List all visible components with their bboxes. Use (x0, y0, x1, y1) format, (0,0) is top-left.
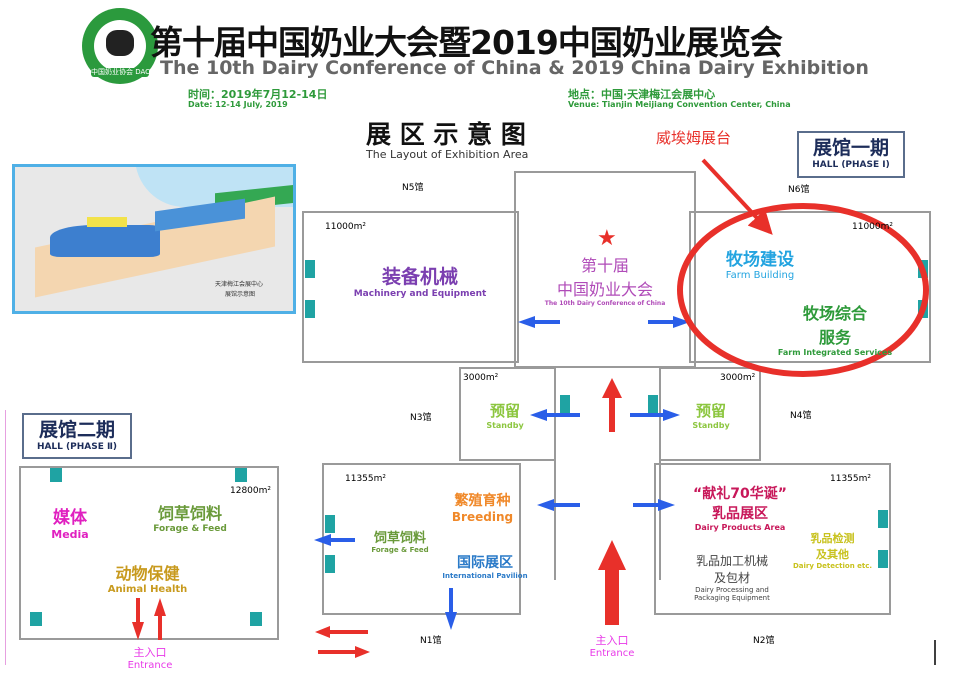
date-en: Date: 12-14 July, 2019 (188, 100, 288, 109)
zone-dairy-processing: 乳品加工机械 及包材 Dairy Processing and Packagin… (694, 554, 770, 602)
zone-farm-building: 牧场建设 Farm Building (725, 250, 795, 281)
annotation-arrow (701, 158, 773, 235)
location-minimap: 天津梅江会展中心 展馆示意图 (12, 164, 296, 314)
hall-n2-name: N2馆 (753, 636, 775, 646)
hall-n5-name: N5馆 (402, 183, 424, 193)
venue-cn: 地点：中国·天津梅江会展中心 (568, 88, 716, 101)
hall-n5-area: 11000m² (325, 222, 367, 232)
zone-farm-services: 牧场综合 服务 Farm Integrated Services (777, 304, 893, 357)
hall-n4-name: N4馆 (790, 411, 812, 421)
zone-dairy-detection: 乳品检测 及其他 Dairy Detection etc. (792, 532, 873, 570)
hall-n1-area: 11355m² (345, 474, 387, 484)
hall-n4-area: 3000m² (720, 373, 756, 383)
layout-title-en: The Layout of Exhibition Area (366, 148, 529, 161)
zone-conference: 第十届 中国奶业大会 The 10th Dairy Conference of … (544, 256, 666, 307)
title-en: The 10th Dairy Conference of China & 201… (160, 57, 869, 79)
hall-n1-name: N1馆 (420, 636, 442, 646)
hall-n6-area: 11000m² (852, 222, 894, 232)
hall-n6-outline (689, 211, 931, 363)
title-cn: 第十届中国奶业大会暨2019中国奶业展览会 (150, 23, 783, 62)
annotation-label: 威埃姆展台 (656, 129, 732, 147)
entrance-arrows (132, 378, 626, 658)
left-margin-line (5, 410, 6, 665)
phase2-hall-outline (19, 466, 279, 640)
layout-title-cn: 展 区 示 意 图 (366, 120, 526, 149)
hall-n6-name: N6馆 (788, 185, 810, 195)
zone-dairy-products: “献礼70华诞” 乳品展区 Dairy Products Area (693, 486, 787, 532)
hall-n3-area: 3000m² (463, 373, 499, 383)
zone-machinery: 装备机械 Machinery and Equipment (353, 266, 487, 299)
center-hall-outline (514, 171, 696, 368)
phase2-hall-area: 12800m² (230, 486, 272, 496)
dac-logo: 中国奶业协会 DAC (82, 8, 158, 84)
date-cn: 时间：2019年7月12-14日 (188, 88, 328, 101)
venue-en: Venue: Tianjin Meijiang Convention Cente… (568, 100, 791, 109)
star-icon: ★ (597, 226, 617, 251)
hall-n3-name: N3馆 (410, 413, 432, 423)
phase1-label: 展馆一期 HALL (PHASE Ⅰ) (797, 131, 905, 178)
phase2-label: 展馆二期 HALL (PHASE Ⅱ) (22, 413, 132, 459)
logo-text: 中国奶业协会 DAC (91, 68, 151, 77)
annotation-circle (677, 203, 929, 377)
hall-n5-outline (302, 211, 519, 363)
hall-n2-area: 11355m² (830, 474, 872, 484)
hall-n2-outline (654, 463, 891, 615)
